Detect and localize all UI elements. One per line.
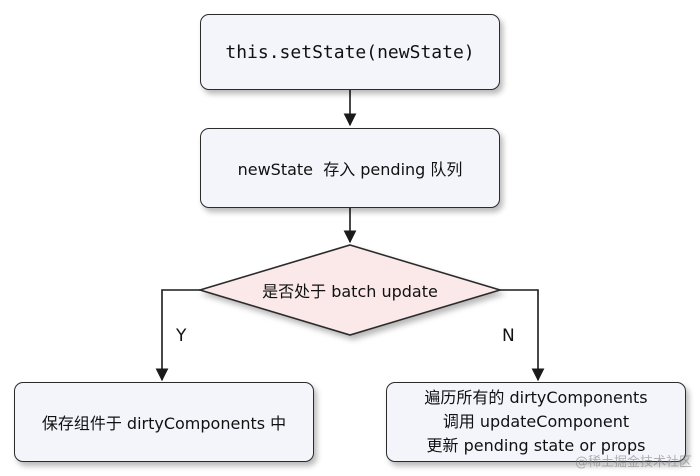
arrow-decision-no <box>500 289 545 382</box>
enqueue-text: newState 存入 pending 队列 <box>237 160 463 179</box>
yes-label: Y <box>176 326 187 346</box>
no-label: N <box>502 326 515 346</box>
update-line-3: 更新 pending state or props <box>426 436 646 455</box>
update-line-2: 调用 updateComponent <box>442 412 630 431</box>
decision-diamond <box>197 244 503 336</box>
decision-text: 是否处于 batch update <box>262 282 438 301</box>
set-state-text: this.setState(newState) <box>225 41 475 63</box>
update-node: 遍历所有的 dirtyComponents 调用 updateComponent… <box>386 382 686 462</box>
set-state-node: this.setState(newState) <box>200 14 500 90</box>
arrow-decision-yes <box>155 289 200 382</box>
decision-label: 是否处于 batch update <box>200 274 500 306</box>
update-line-1: 遍历所有的 dirtyComponents <box>424 388 648 407</box>
save-dirty-text: 保存组件于 dirtyComponents 中 <box>41 414 287 433</box>
watermark: @稀土掘金技术社区 <box>574 455 692 470</box>
enqueue-node: newState 存入 pending 队列 <box>200 128 500 208</box>
save-dirty-node: 保存组件于 dirtyComponents 中 <box>14 382 314 462</box>
